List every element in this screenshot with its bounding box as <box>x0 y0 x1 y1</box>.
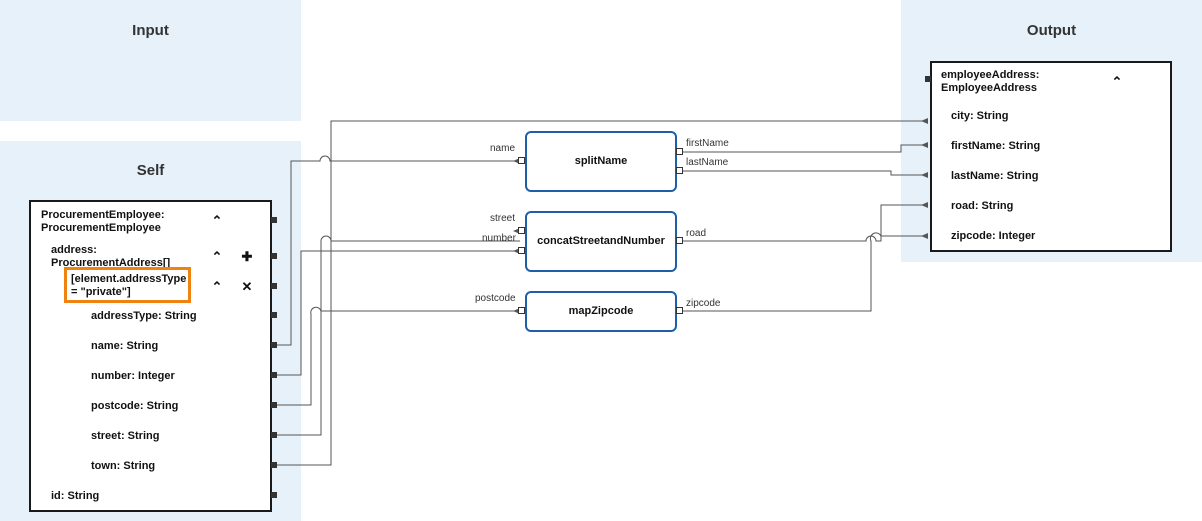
address-field: address: ProcurementAddress[] <box>51 244 201 270</box>
self-source-box: ProcurementEmployee: ProcurementEmployee… <box>29 200 272 512</box>
port-addresstype[interactable] <box>271 312 277 318</box>
close-icon[interactable]: ✕ <box>241 279 253 294</box>
address-type: ProcurementAddress[] <box>51 257 171 269</box>
wire-street-concat <box>276 235 520 436</box>
wire-zipcode-output <box>681 232 928 312</box>
plus-icon[interactable]: ✚ <box>241 249 253 264</box>
field-town: town: String <box>91 460 156 472</box>
splitname-output-port-lastname[interactable] <box>676 167 683 174</box>
port-id[interactable] <box>271 492 277 498</box>
root-name: ProcurementEmployee: <box>41 209 165 221</box>
output-field-road: road: String <box>951 200 1014 212</box>
root-type-label: ProcurementEmployee: ProcurementEmployee <box>41 209 201 235</box>
port-street[interactable] <box>271 432 277 438</box>
output-field-firstname: firstName: String <box>951 140 1041 152</box>
field-id: id: String <box>51 490 100 502</box>
field-postcode: postcode: String <box>91 400 179 412</box>
field-street: street: String <box>91 430 160 442</box>
mapzipcode-output-label: zipcode <box>686 298 721 309</box>
function-splitname[interactable]: splitName <box>525 131 677 192</box>
mapzipcode-input-label: postcode <box>475 293 516 304</box>
splitname-output-label-firstname: firstName <box>686 138 729 149</box>
mapzipcode-output-port[interactable] <box>676 307 683 314</box>
mapzipcode-label: mapZipcode <box>568 305 634 317</box>
output-field-zipcode: zipcode: Integer <box>951 230 1036 242</box>
port-town[interactable] <box>271 462 277 468</box>
output-root-port[interactable] <box>925 76 931 82</box>
function-mapzipcode[interactable]: mapZipcode <box>525 291 677 332</box>
port-postcode[interactable] <box>271 402 277 408</box>
port-name[interactable] <box>271 342 277 348</box>
input-panel: Input <box>0 0 301 121</box>
field-addresstype: addressType: String <box>91 310 197 322</box>
wire-road-output <box>681 204 928 242</box>
concat-output-label-road: road <box>686 228 707 239</box>
concat-input-port-street[interactable] <box>518 227 525 234</box>
wire-name-splitname <box>276 155 520 346</box>
wire-town-city <box>276 120 928 466</box>
field-number: number: Integer <box>91 370 175 382</box>
splitname-output-label-lastname: lastName <box>686 157 729 168</box>
wire-number-concat <box>276 250 520 376</box>
chevron-up-icon[interactable]: ⌃ <box>211 213 223 228</box>
port-root[interactable] <box>271 217 277 223</box>
mapzipcode-input-port[interactable] <box>518 307 525 314</box>
wire-firstname-output <box>681 144 928 153</box>
splitname-label: splitName <box>574 155 628 167</box>
wire-postcode-mapzip <box>276 306 520 406</box>
input-panel-title: Input <box>132 22 169 39</box>
function-concat[interactable]: concatStreetandNumber <box>525 211 677 272</box>
self-panel-title: Self <box>136 162 165 179</box>
port-number[interactable] <box>271 372 277 378</box>
filter-condition[interactable]: [element.addressType = "private"] <box>71 273 189 299</box>
splitname-input-port[interactable] <box>518 157 525 164</box>
concat-output-port-road[interactable] <box>676 237 683 244</box>
splitname-output-port-firstname[interactable] <box>676 148 683 155</box>
concat-input-label-number: number <box>482 233 516 244</box>
output-root-name: employeeAddress: <box>941 69 1040 81</box>
chevron-up-icon[interactable]: ⌃ <box>211 279 223 294</box>
concat-label: concatStreetandNumber <box>537 235 665 247</box>
output-field-city: city: String <box>951 110 1009 122</box>
splitname-input-label: name <box>490 143 516 154</box>
concat-input-port-number[interactable] <box>518 247 525 254</box>
filter-line-2: = "private"] <box>71 286 131 298</box>
output-target-box: employeeAddress: EmployeeAddress ⌃ city:… <box>930 61 1172 252</box>
chevron-up-icon[interactable]: ⌃ <box>211 249 223 264</box>
output-root-label: employeeAddress: EmployeeAddress <box>941 69 1091 95</box>
concat-input-label-street: street <box>490 213 516 224</box>
address-name: address: <box>51 244 97 256</box>
output-panel-title: Output <box>1026 22 1077 39</box>
port-address[interactable] <box>271 253 277 259</box>
wire-lastname-output <box>681 170 928 176</box>
filter-highlight <box>64 267 191 303</box>
filter-line-1: [element.addressType <box>71 273 187 285</box>
chevron-up-icon[interactable]: ⌃ <box>1111 74 1123 89</box>
field-name: name: String <box>91 340 159 352</box>
port-filter[interactable] <box>271 283 277 289</box>
output-field-lastname: lastName: String <box>951 170 1039 182</box>
root-type: ProcurementEmployee <box>41 222 161 234</box>
output-root-type: EmployeeAddress <box>941 82 1037 94</box>
